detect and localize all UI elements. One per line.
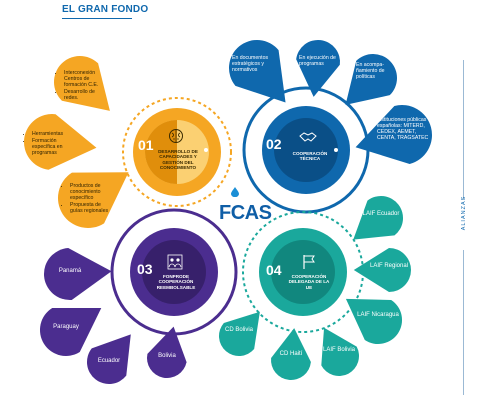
center-brand: FCAS — [219, 202, 272, 224]
bubble-01a-shape — [54, 56, 110, 111]
section-03-number: 03 — [137, 261, 153, 277]
petal-paraguay-shape — [39, 307, 102, 357]
bubble-01b-item: Formación específica en programas — [32, 138, 77, 156]
bubble-01b-item: Herramientas — [32, 131, 77, 137]
section-04-title: COOPERACIÓN DELEGADA DE LA UE — [288, 274, 330, 290]
petal-laif-ecuador: LAIF Ecuador — [362, 211, 400, 217]
ring-01-dashed — [122, 97, 232, 207]
section-03-title: FONPRODE COOPERACIÓN REEMBOLSABLE — [156, 274, 196, 290]
petal-panama-shape — [43, 248, 112, 301]
bubble-01c-item: Propuesta de guías regionales — [70, 202, 113, 214]
section-02-title: COOPERACIÓN TÉCNICA — [292, 151, 328, 162]
circle-03-inner — [142, 240, 206, 304]
petal-bolivia-03-shape — [147, 326, 187, 378]
side-rule-top — [463, 60, 464, 200]
brain-icon — [168, 128, 184, 144]
flag-icon — [302, 254, 316, 270]
petal-laif-bolivia-shape — [321, 327, 360, 377]
bubble-01a: Interconexión Centros de formación C.E.D… — [57, 70, 107, 102]
bubble-01c-shape — [57, 172, 129, 229]
petal-ecuador-03-shape — [86, 334, 131, 384]
people-icon — [167, 254, 183, 270]
petal-cd-bolivia: CD Bolivia — [224, 327, 253, 333]
bubble-01c: Productos de conocimiento específicoProp… — [63, 183, 113, 215]
side-label: ALIANZAS — [461, 195, 467, 231]
circle-02-inner — [274, 118, 338, 182]
petal-ecuador-03: Ecuador — [97, 358, 121, 364]
bubble-01a-item: Interconexión Centros de formación C.E. — [64, 70, 107, 88]
page-title: EL GRAN FONDO — [62, 4, 149, 15]
title-underline — [62, 18, 132, 19]
petal-laif-nicaragua: LAIF Nicaragua — [357, 312, 399, 318]
petal-laif-nicaragua-shape — [345, 298, 403, 345]
petal-cd-haiti: CD Haití — [279, 351, 303, 357]
bubble-02c: En acompa- ñamiento de políticas — [356, 62, 385, 81]
petal-cd-haiti-shape — [270, 328, 311, 381]
bubble-02c-shape — [345, 53, 398, 105]
section-01-title: DESARROLLO DE CAPACIDADES Y GESTIÓN DEL … — [158, 149, 198, 171]
section-04-number: 04 — [266, 262, 282, 278]
handshake-icon — [299, 130, 317, 144]
circle-04-inner — [271, 240, 335, 304]
bubble-01b-shape — [23, 113, 97, 170]
bubble-01a-item: Desarrollo de redes. — [64, 89, 107, 101]
bubble-01c-item: Productos de conocimiento específico — [70, 183, 113, 201]
bubble-02b: En ejecución de programas — [299, 55, 336, 68]
petal-cd-bolivia-shape — [218, 311, 260, 357]
dot-01 — [204, 148, 208, 152]
petal-laif-regional-shape — [353, 248, 411, 292]
bubble-02d-shape — [355, 104, 433, 165]
petal-laif-bolivia: LAIF Bolivia — [322, 347, 355, 353]
section-01-number: 01 — [138, 137, 154, 153]
petal-paraguay: Paraguay — [53, 324, 79, 330]
side-rule-bottom — [463, 250, 464, 395]
bubble-01b: HerramientasFormación específica en prog… — [25, 131, 77, 157]
bubble-02a-shape — [228, 39, 286, 103]
bubble-02b-shape — [296, 39, 341, 97]
bubble-02d: Instituciones públicas españolas: MITERD… — [377, 117, 429, 142]
petal-laif-regional: LAIF Regional — [369, 263, 409, 269]
drop-icon — [231, 184, 239, 198]
petal-panama: Panamá — [58, 268, 82, 274]
section-02-number: 02 — [266, 136, 282, 152]
petal-laif-ecuador-shape — [353, 195, 404, 240]
petal-bolivia-03: Bolivia — [158, 353, 176, 359]
bubble-02a: En documentos estratégicos y normativos — [232, 55, 269, 74]
dot-02 — [334, 148, 338, 152]
